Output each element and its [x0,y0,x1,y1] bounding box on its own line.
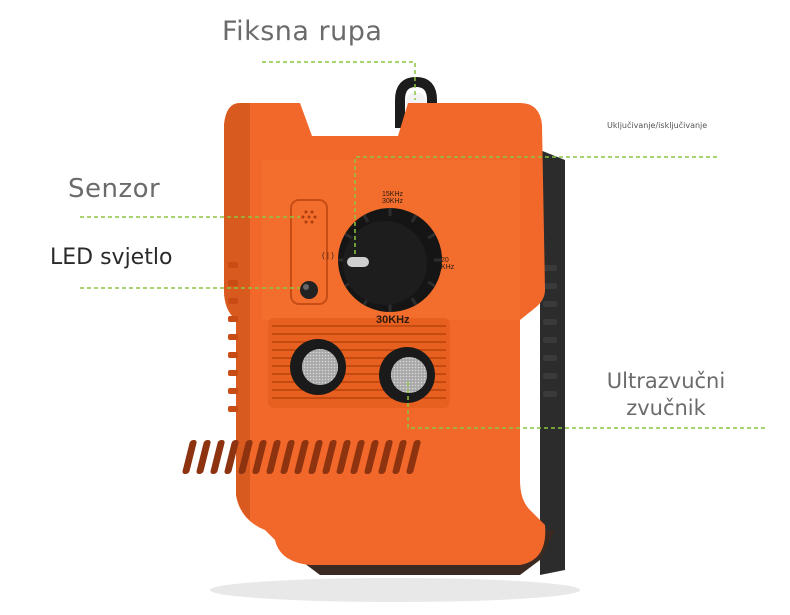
device-left-shade [224,103,250,520]
frequency-dial[interactable] [343,221,427,305]
side-panel [540,150,565,575]
dial-pointer [347,257,369,267]
callout-line-power [354,156,717,255]
sensor-grille [301,210,317,224]
speaker-mesh-right [391,357,427,393]
sensor-slot [290,199,328,305]
callout-lines [80,61,765,429]
floor-shadow [210,578,580,602]
dial-mark-30khz: 30KHz [376,314,410,326]
dial-mark-15khz: 15KHz 30KHz [382,191,404,205]
power-symbol: ( | ) [322,251,334,260]
hanging-hook [395,77,437,128]
speaker-mesh-left [302,349,338,385]
side-panel-ridges [543,265,557,397]
label-fixed-hole: Fiksna rupa [222,16,383,47]
led-light [300,281,318,299]
callout-line-fixed-hole [262,61,416,100]
label-sensor: Senzor [68,174,161,204]
left-ridges [228,262,238,412]
label-power-switch: Uključivanje/isključivanje [607,121,708,130]
callout-line-speaker [407,380,765,429]
bottom-vents [182,440,421,474]
label-led-light: LED svjetlo [50,245,173,270]
dial-mark-20khz: 20 KHz [441,257,455,271]
label-ultrasonic-speaker: Ultrazvučni zvučnik [606,369,726,420]
